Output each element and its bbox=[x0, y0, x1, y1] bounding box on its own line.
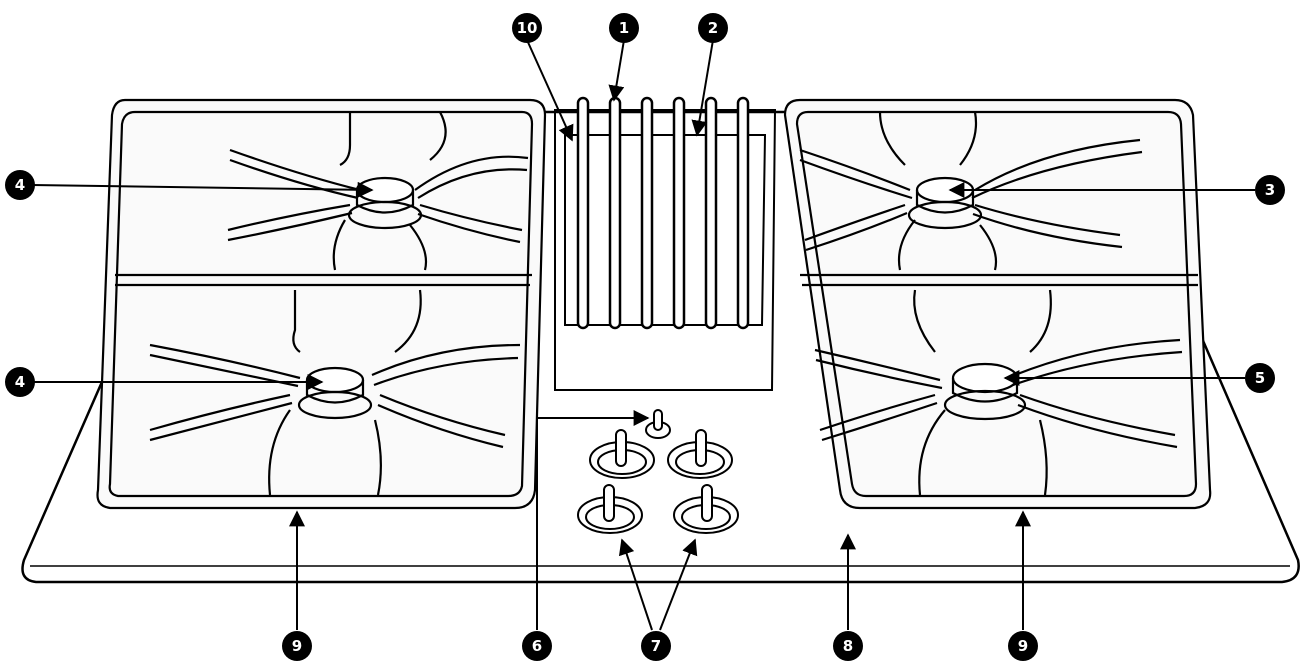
callout-label-9-left: 9 bbox=[292, 637, 302, 655]
callout-9-right: 9 bbox=[1008, 631, 1038, 661]
leader-7a bbox=[618, 538, 653, 631]
callout-8: 8 bbox=[833, 631, 863, 661]
callout-label-2: 2 bbox=[708, 19, 718, 37]
callout-3: 3 bbox=[1255, 175, 1285, 205]
callout-label-4-lower: 4 bbox=[15, 373, 25, 391]
callout-label-5: 5 bbox=[1255, 369, 1265, 387]
callout-5: 5 bbox=[1245, 363, 1275, 393]
callout-9-left: 9 bbox=[282, 631, 312, 661]
callout-4-lower: 4 bbox=[5, 367, 35, 397]
knob-upper-right bbox=[667, 429, 733, 479]
callout-1: 1 bbox=[609, 13, 639, 43]
leader-7b bbox=[659, 538, 698, 631]
vent-control-switch bbox=[645, 409, 671, 439]
leader-6 bbox=[536, 410, 650, 630]
right-grate bbox=[783, 98, 1212, 510]
left-grate bbox=[96, 98, 547, 510]
callout-label-1: 1 bbox=[619, 19, 629, 37]
leader-10 bbox=[526, 39, 574, 142]
callout-label-6: 6 bbox=[532, 637, 542, 655]
callout-label-9-right: 9 bbox=[1018, 637, 1028, 655]
downdraft-vent bbox=[554, 96, 777, 391]
callout-10: 10 bbox=[512, 13, 542, 43]
callout-label-4-upper: 4 bbox=[15, 176, 25, 194]
knob-lower-left bbox=[577, 484, 643, 534]
callout-label-3: 3 bbox=[1265, 181, 1275, 199]
knob-upper-left bbox=[589, 429, 655, 479]
callout-4-upper: 4 bbox=[5, 170, 35, 200]
leader-lines bbox=[31, 39, 1255, 631]
leader-1 bbox=[608, 39, 625, 102]
leader-2 bbox=[691, 39, 714, 137]
knob-lower-right bbox=[673, 484, 739, 534]
control-knobs bbox=[577, 429, 739, 534]
leader-4a bbox=[31, 181, 374, 198]
callout-7: 7 bbox=[641, 631, 671, 661]
callout-label-7: 7 bbox=[651, 637, 661, 655]
vent-grille-bars bbox=[576, 96, 750, 330]
callout-label-8: 8 bbox=[843, 637, 853, 655]
callout-6: 6 bbox=[522, 631, 552, 661]
callout-2: 2 bbox=[698, 13, 728, 43]
callout-label-10: 10 bbox=[517, 19, 538, 37]
